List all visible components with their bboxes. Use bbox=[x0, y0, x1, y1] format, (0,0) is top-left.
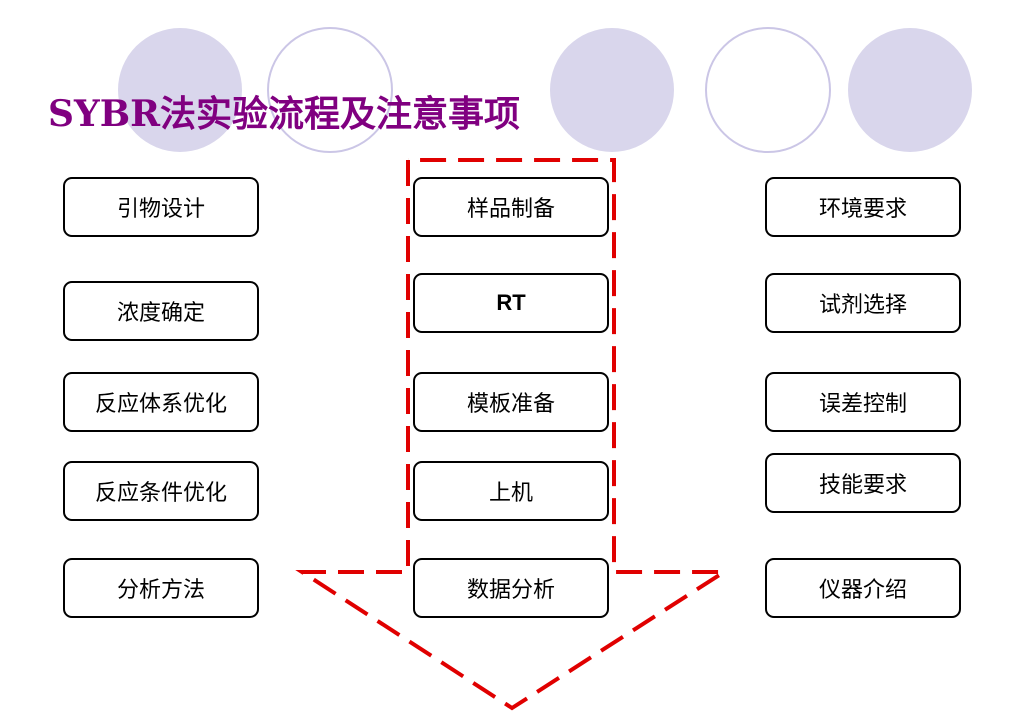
step-box-center-4: 上机 bbox=[413, 461, 609, 521]
step-box-left-5: 分析方法 bbox=[63, 558, 259, 618]
step-box-right-1: 环境要求 bbox=[765, 177, 961, 237]
circle-outline-1 bbox=[267, 27, 393, 153]
step-box-right-3: 误差控制 bbox=[765, 372, 961, 432]
step-box-center-5: 数据分析 bbox=[413, 558, 609, 618]
page-title: SYBR法实验流程及注意事项 bbox=[48, 93, 521, 135]
step-box-center-2: RT bbox=[413, 273, 609, 333]
step-box-left-2: 浓度确定 bbox=[63, 281, 259, 341]
step-box-left-1: 引物设计 bbox=[63, 177, 259, 237]
step-box-right-4: 技能要求 bbox=[765, 453, 961, 513]
step-box-center-3: 模板准备 bbox=[413, 372, 609, 432]
step-box-left-4: 反应条件优化 bbox=[63, 461, 259, 521]
decorative-circles bbox=[118, 27, 972, 153]
circle-filled-2 bbox=[550, 28, 674, 152]
step-box-right-2: 试剂选择 bbox=[765, 273, 961, 333]
flow-arrow bbox=[295, 158, 731, 711]
step-box-center-1: 样品制备 bbox=[413, 177, 609, 237]
step-box-left-3: 反应体系优化 bbox=[63, 372, 259, 432]
circle-filled-1 bbox=[118, 28, 242, 152]
circle-outline-2 bbox=[705, 27, 831, 153]
step-box-right-5: 仪器介绍 bbox=[765, 558, 961, 618]
circle-filled-3 bbox=[848, 28, 972, 152]
